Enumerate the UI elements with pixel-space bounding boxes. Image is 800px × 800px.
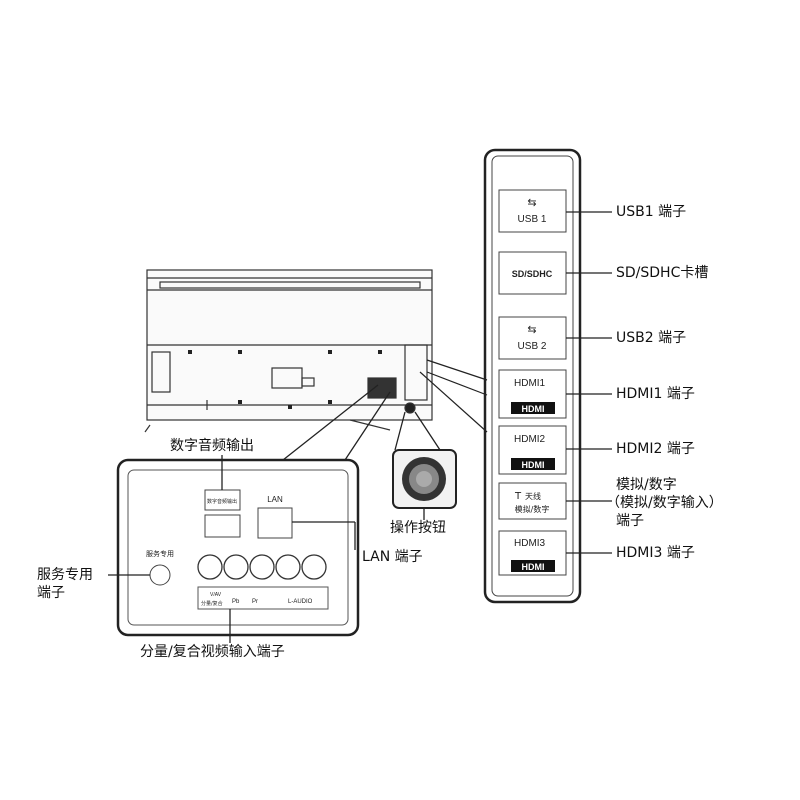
side-port-panel: ⇆ USB 1 SD/SDHC ⇆ USB 2 HDMI1 HDMI HDMI2… — [483, 148, 582, 604]
hdmi1-port-text: HDMI1 — [514, 378, 546, 389]
usb1-port — [498, 189, 567, 233]
service-port-text: 服务专用 — [146, 549, 174, 558]
svg-text:V/AV: V/AV — [210, 592, 222, 598]
usb1-port-text: USB 1 — [518, 214, 547, 225]
tv-to-side-panel-lines — [419, 359, 488, 433]
hdmi1-logo: HDMI — [522, 404, 545, 414]
service-label-line2: 端子 — [37, 585, 65, 601]
service-label-line1: 服务专用 — [37, 567, 93, 583]
tv-mount-holes — [188, 350, 382, 409]
sd-port-text: SD/SDHC — [512, 269, 553, 279]
hdmi3-logo: HDMI — [522, 562, 545, 572]
antenna-port-text-1: 天线 — [525, 491, 541, 501]
antenna-icon: T — [514, 491, 522, 502]
operation-button-label: 操作按钮 — [390, 520, 446, 536]
left-leader-lines — [108, 384, 391, 643]
component-label: 分量/复合视频输入端子 — [140, 644, 285, 660]
operation-button-zoom — [392, 411, 457, 520]
usb1-icon: ⇆ — [527, 196, 536, 209]
hdmi3-label: HDMI3 端子 — [616, 545, 695, 561]
usb2-label: USB2 端子 — [616, 330, 687, 346]
svg-text:分量/复合: 分量/复合 — [201, 600, 223, 607]
tv-back-view — [144, 269, 433, 433]
antenna-label-line3: 端子 — [616, 513, 644, 529]
usb2-icon: ⇆ — [527, 323, 536, 336]
service-port — [149, 564, 171, 586]
hdmi2-label: HDMI2 端子 — [616, 441, 695, 457]
svg-text:Pr: Pr — [252, 599, 258, 605]
antenna-label-line1: 模拟/数字 — [616, 477, 677, 493]
hdmi2-port — [498, 425, 567, 475]
digital-audio-port-text: 数字音频输出 — [207, 498, 237, 505]
hdmi2-port-text: HDMI2 — [514, 434, 546, 445]
component-label-box — [197, 586, 329, 610]
digital-audio-label: 数字音频输出 — [170, 438, 254, 454]
component-jacks — [197, 554, 327, 580]
hdmi3-port-text: HDMI3 — [514, 538, 546, 549]
svg-text:L-AUDIO: L-AUDIO — [288, 599, 313, 605]
lan-port — [257, 507, 293, 539]
hdmi2-logo: HDMI — [522, 460, 545, 470]
antenna-label-line2: （模拟/数字输入） — [606, 495, 723, 511]
sd-label: SD/SDHC卡槽 — [616, 265, 709, 281]
lan-port-text: LAN — [267, 495, 283, 504]
hdmi1-label: HDMI1 端子 — [616, 386, 695, 402]
usb1-label: USB1 端子 — [616, 204, 687, 220]
svg-text:Pb: Pb — [232, 599, 240, 605]
antenna-port-text-2: 模拟/数字 — [515, 504, 550, 514]
right-leader-lines — [566, 211, 612, 554]
rear-port-panel: 数字音频输出 LAN 服务专用 V/AV 分量/复合 Pb Pr L-AUDIO — [116, 458, 360, 637]
usb2-port-text: USB 2 — [518, 341, 547, 352]
lan-label: LAN 端子 — [362, 549, 423, 565]
